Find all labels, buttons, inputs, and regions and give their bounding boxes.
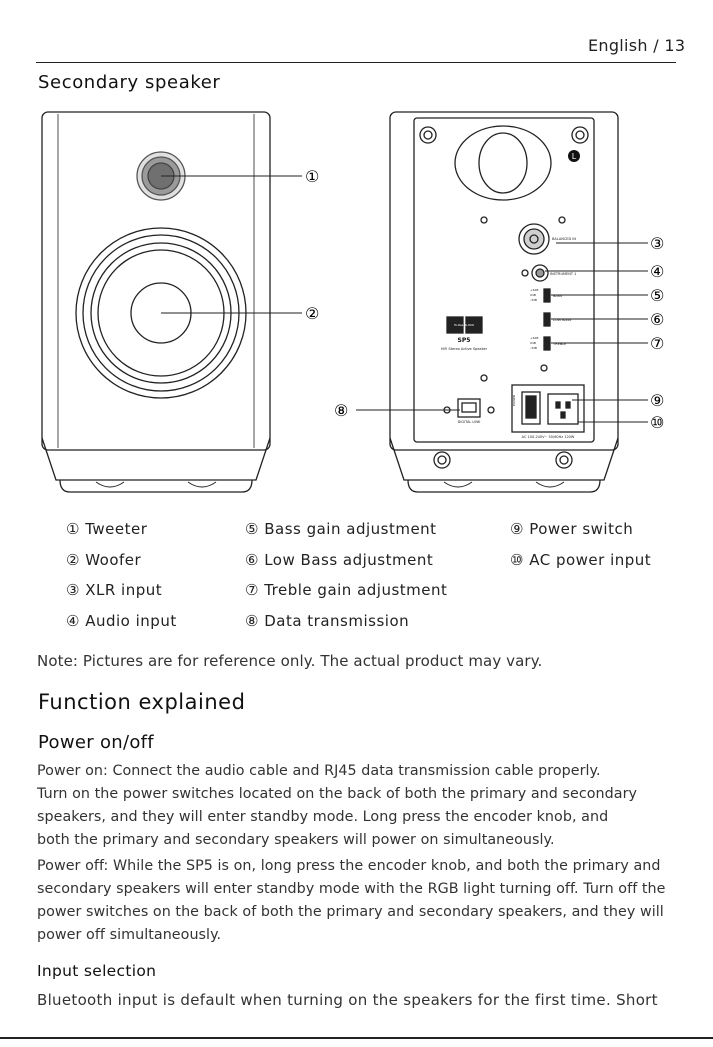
channel-badge-icon [568, 150, 580, 162]
mount-screw-icon [540, 364, 548, 372]
paragraph-line: speakers, and they will enter standby mo… [37, 809, 609, 825]
callout-number: ⑥ [650, 310, 664, 329]
model-label: SP5 [458, 337, 471, 344]
callout-number: ⑨ [650, 391, 664, 410]
legend-item: ⑨ Power switch [510, 520, 634, 538]
input-selection-heading: Input selection [37, 962, 157, 980]
legend-item: ⑩ AC power input [510, 550, 652, 569]
legend-item: ⑧ Data transmission [245, 611, 410, 630]
paragraph-line: Turn on the power switches located on th… [37, 786, 638, 802]
paragraph-line: power off simultaneously. [37, 927, 222, 943]
model-subtitle: HiFi Stereo Active Speaker [441, 347, 488, 351]
screw-icon [419, 126, 589, 469]
channel-badge-label: L [572, 152, 577, 161]
balanced-in-label: BALANCED IN [552, 237, 576, 241]
gain-minus-label: -3dB [530, 298, 537, 302]
gain-zero-label: 0dB [530, 341, 536, 345]
callout-number: ⑧ [334, 401, 348, 420]
legend-item: ② Woofer [66, 550, 142, 569]
certification-badge-icon [446, 316, 483, 334]
mount-screw-icon [558, 216, 566, 224]
audio-jack-icon [521, 264, 549, 282]
callout-number: ① [305, 167, 319, 186]
legend-column-1: ① Tweeter ② Woofer ③ XLR input ④ Audio i… [66, 514, 177, 636]
gain-plus-label: +3dB [530, 336, 538, 340]
function-heading: Function explained [38, 690, 246, 714]
xlr-connector-icon [518, 223, 550, 255]
low-bass-label: LOW BASS [553, 318, 572, 322]
gain-plus-label: +3dB [530, 288, 538, 292]
legend-item: ⑤ Bass gain adjustment [245, 520, 437, 538]
callout-number: ⑦ [650, 334, 664, 353]
header-rule [36, 62, 676, 63]
callout-number: ③ [650, 234, 664, 253]
callout-number: ⑩ [650, 413, 664, 432]
mount-screw-icon [480, 374, 488, 382]
paragraph-line: power switches on the back of both the p… [37, 904, 664, 920]
legend-item: ④ Audio input [66, 611, 177, 630]
instrument-label: INSTRUMENT 1 [550, 272, 576, 276]
legend-item: ⑥ Low Bass adjustment [245, 550, 434, 569]
legend-column-3: ⑨ Power switch ⑩ AC power input [510, 514, 651, 575]
mount-screw-icon [480, 216, 488, 224]
footer-rule [0, 1037, 713, 1039]
legend-item: ① Tweeter [66, 520, 148, 538]
power-label: POWER [512, 395, 516, 406]
power-heading: Power on/off [38, 732, 154, 753]
power-on-paragraph: Power on: Connect the audio cable and RJ… [37, 760, 687, 852]
hires-badge-label: Hi-Res AUDIO [454, 323, 475, 327]
treble-label: TREBLE [552, 342, 566, 346]
paragraph-line: Power on: Connect the audio cable and RJ… [37, 763, 601, 779]
paragraph-line: secondary speakers will enter standby mo… [37, 881, 666, 897]
ac-rating-label: AC 100-240V~ 50/60Hz 120W [522, 435, 575, 439]
bass-port-icon [454, 125, 552, 201]
digital-link-label: DIGITAL LINK [458, 420, 481, 424]
rear-speaker [389, 111, 619, 493]
callout-lines [161, 175, 648, 423]
legend-item: ③ XLR input [66, 581, 163, 599]
gain-switch-icon [543, 288, 551, 351]
page-number: English / 13 [588, 36, 686, 55]
callout-number: ⑤ [650, 286, 664, 305]
paragraph-line: Power off: While the SP5 is on, long pre… [37, 858, 661, 874]
input-selection-text: Bluetooth input is default when turning … [37, 991, 658, 1009]
front-speaker [41, 111, 271, 493]
gain-zero-label: 0dB [530, 293, 536, 297]
bass-label: BASS [553, 294, 563, 298]
callout-number: ④ [650, 262, 664, 281]
rj45-port-icon [443, 398, 495, 418]
paragraph-line: both the primary and secondary speakers … [37, 832, 555, 848]
power-off-paragraph: Power off: While the SP5 is on, long pre… [37, 855, 687, 947]
legend-column-2: ⑤ Bass gain adjustment ⑥ Low Bass adjust… [245, 514, 447, 636]
section-title: Secondary speaker [38, 72, 221, 93]
disclaimer-note: Note: Pictures are for reference only. T… [37, 652, 543, 670]
gain-minus-label: -3dB [530, 346, 537, 350]
speaker-diagram: ① ② ③ ④ ⑤ ⑥ ⑦ ⑧ ⑨ ⑩ L BALANCED IN INSTRU… [41, 111, 664, 493]
legend-item: ⑦ Treble gain adjustment [245, 581, 448, 599]
callout-number: ② [305, 304, 319, 323]
power-module [511, 384, 585, 433]
